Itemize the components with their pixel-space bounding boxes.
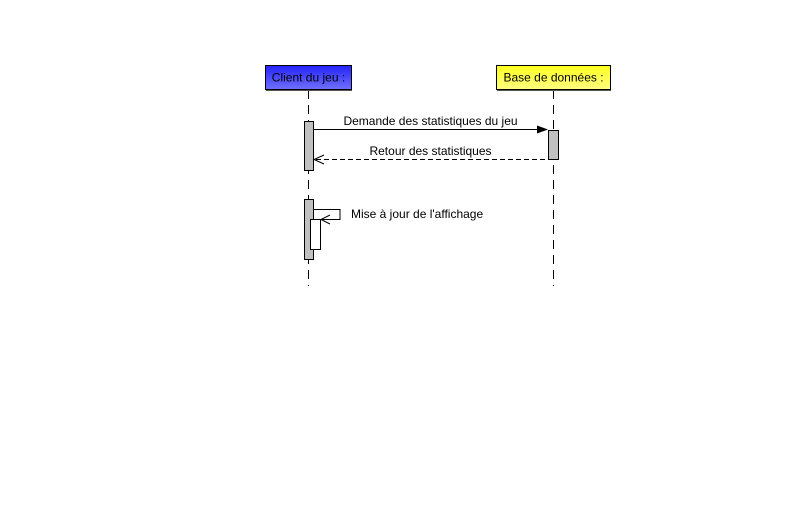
activation-database-1 xyxy=(548,130,559,160)
message-self-update: Mise à jour de l'affichage xyxy=(314,207,483,225)
message-request-stats: Demande des statistiques du jeu xyxy=(314,114,548,134)
message-return-label: Retour des statistiques xyxy=(369,144,491,158)
participant-database-label: Base de données : xyxy=(503,71,603,85)
participant-client: Client du jeu : xyxy=(265,65,352,91)
message-self-label: Mise à jour de l'affichage xyxy=(351,207,483,221)
arrowhead-filled-icon xyxy=(537,125,548,134)
activation-client-1 xyxy=(304,121,314,171)
arrowhead-open-icon xyxy=(319,214,331,225)
participant-client-label: Client du jeu : xyxy=(272,71,345,85)
message-request-label: Demande des statistiques du jeu xyxy=(343,114,517,128)
activation-client-nested xyxy=(310,219,321,250)
arrowhead-open-icon xyxy=(312,154,325,165)
participant-database: Base de données : xyxy=(496,65,611,91)
message-return-stats: Retour des statistiques xyxy=(312,144,548,165)
